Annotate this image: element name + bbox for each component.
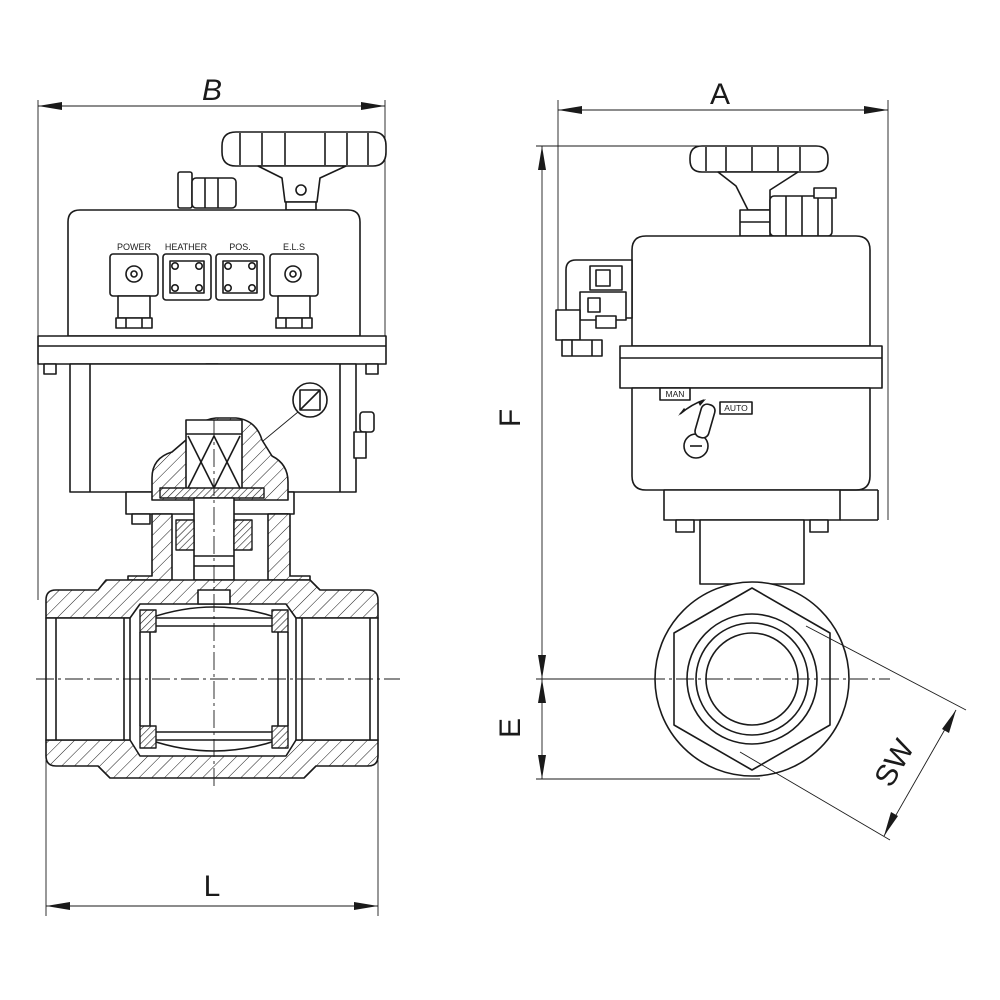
side-connector <box>555 259 633 357</box>
dimension-l: L <box>45 760 379 916</box>
side-knob <box>769 187 837 237</box>
dimension-f-label: F <box>494 409 527 427</box>
handwheel-left <box>221 131 387 211</box>
dimension-a-label: A <box>710 78 730 111</box>
heater-terminal <box>162 253 212 301</box>
front-view: B <box>36 74 400 916</box>
els-connector <box>269 253 319 329</box>
power-label: POWER <box>117 242 152 252</box>
dimension-a: A <box>557 78 889 520</box>
els-label: E.L.S <box>283 242 305 252</box>
side-view: A F E <box>494 78 967 841</box>
side-neck <box>699 519 805 585</box>
actuator-housing-side <box>619 235 883 533</box>
man-label: MAN <box>666 389 685 399</box>
heater-label: HEATHER <box>165 242 208 252</box>
square-drive-callout <box>227 382 328 471</box>
manual-lever-knob <box>177 171 237 209</box>
dimension-b-label: B <box>202 74 222 107</box>
auto-label: AUTO <box>724 403 748 413</box>
handwheel-side <box>689 145 829 237</box>
dimension-l-label: L <box>204 870 221 903</box>
man-auto-selector: MAN AUTO <box>659 387 753 459</box>
dimension-f: F <box>494 145 730 679</box>
pos-terminal <box>215 253 265 301</box>
pos-label: POS. <box>229 242 251 252</box>
dimension-e-label: E <box>494 718 527 738</box>
power-connector <box>109 253 159 329</box>
